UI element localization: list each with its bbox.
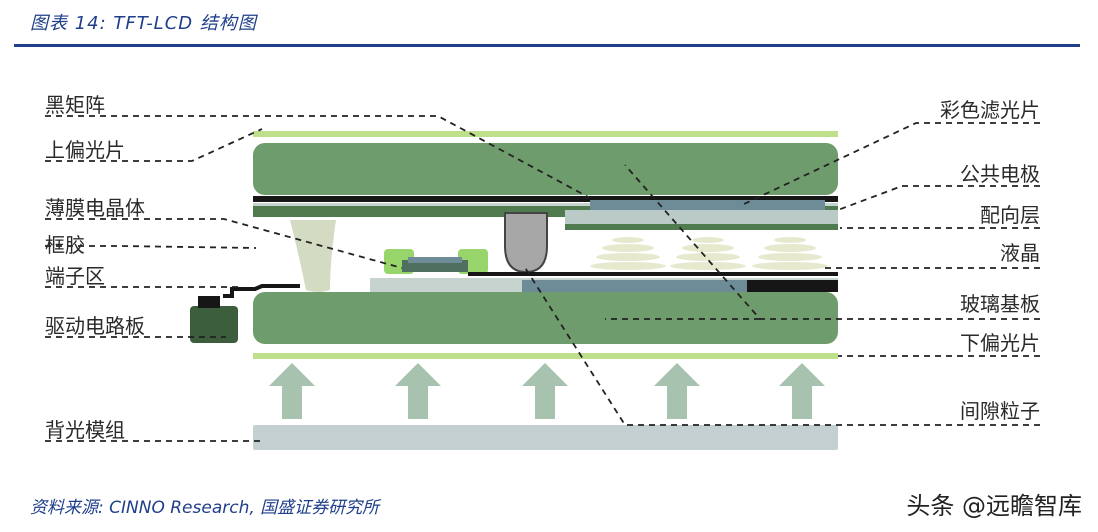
- leader-spacer: [523, 265, 1040, 426]
- label-color-filter: 彩色滤光片: [940, 98, 1040, 122]
- backlight-module: [253, 425, 838, 450]
- upper-glass: [253, 143, 838, 195]
- label-lower-polarizer: 下偏光片: [960, 331, 1040, 355]
- label-terminal-area: 端子区: [45, 264, 105, 288]
- watermark: 头条 @远瞻智库: [906, 492, 1082, 520]
- source-note: 资料来源: CINNO Research, 国盛证券研究所: [30, 498, 380, 518]
- label-driver-board: 驱动电路板: [45, 314, 145, 338]
- alignment-layer: [565, 210, 838, 228]
- driver-board: [190, 306, 238, 343]
- leader-sealant: [45, 245, 257, 249]
- liquid-crystal: [590, 237, 828, 270]
- pixel-electrode: [522, 280, 747, 292]
- title-rule: [14, 44, 1080, 47]
- upper-polarizer: [253, 131, 838, 137]
- terminal-wire: [223, 284, 300, 298]
- figure-title: 图表 14: TFT-LCD 结构图: [30, 13, 257, 34]
- spacer-ball: [504, 212, 548, 274]
- label-sealant: 框胶: [45, 233, 85, 257]
- label-common-electrode: 公共电极: [960, 162, 1040, 186]
- label-black-matrix: 黑矩阵: [45, 93, 105, 117]
- lower-polarizer: [253, 353, 838, 359]
- black-matrix-layer: [253, 196, 838, 202]
- light-arrows: [269, 363, 825, 419]
- leader-black-matrix: [45, 115, 591, 199]
- lower-glass: [253, 292, 838, 344]
- label-liquid-crystal: 液晶: [1000, 241, 1040, 265]
- color-filter: [590, 200, 825, 213]
- sealant: [290, 220, 336, 292]
- label-upper-polarizer: 上偏光片: [45, 138, 125, 162]
- leader-color-filter: [741, 122, 1040, 206]
- leader-upper-polarizer: [45, 128, 263, 162]
- upper-green-strip: [253, 206, 838, 217]
- label-alignment-layer: 配向层: [980, 203, 1040, 227]
- label-glass-substrate: 玻璃基板: [960, 292, 1040, 316]
- upper-thin-layer: [253, 203, 838, 206]
- label-spacer: 间隙粒子: [960, 399, 1040, 423]
- lower-black-line: [468, 272, 838, 276]
- label-tft: 薄膜电晶体: [45, 196, 145, 220]
- leader-tft: [45, 218, 403, 269]
- label-backlight-module: 背光模组: [45, 418, 125, 442]
- leader-common-electrode: [837, 185, 1040, 211]
